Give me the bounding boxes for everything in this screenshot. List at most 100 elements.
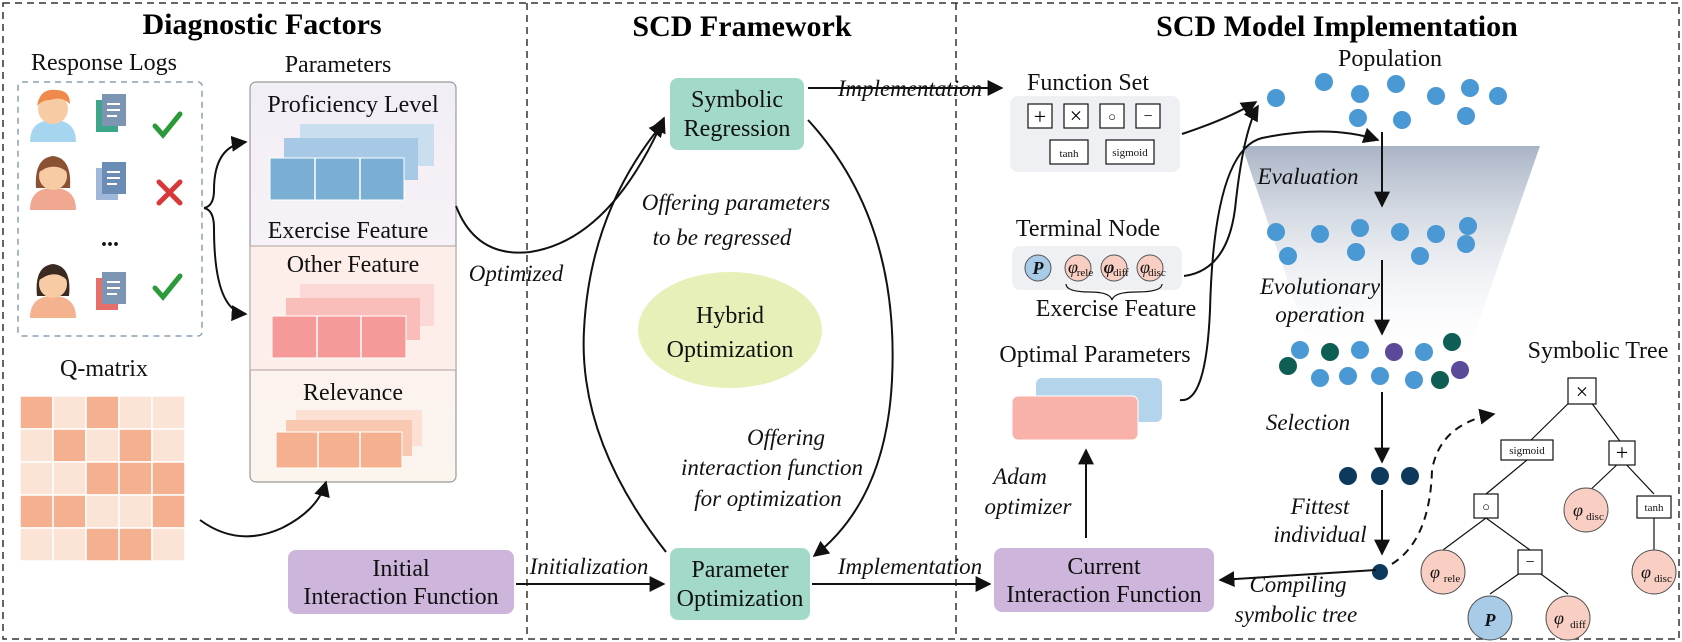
svg-text:φ: φ <box>1641 562 1651 582</box>
population-dot <box>1351 219 1369 237</box>
current-interaction-function-box <box>994 548 1214 612</box>
arrow-symbolic-to-paramopt <box>807 119 894 557</box>
svg-text:disc: disc <box>1586 511 1604 523</box>
svg-text:disc: disc <box>1148 267 1166 279</box>
arrow-fittest-to-tree <box>1391 408 1496 565</box>
population-dot <box>1372 564 1388 580</box>
population-label: Population <box>1338 46 1442 72</box>
response-logs-label: Response Logs <box>31 50 177 76</box>
qmatrix-cell <box>85 428 120 463</box>
population-dot <box>1401 467 1419 485</box>
fittest-line2: individual <box>1273 522 1366 547</box>
optimal-params-front-block <box>1011 395 1139 441</box>
other-feature-label: Other Feature <box>287 252 420 278</box>
population-dot <box>1457 107 1475 125</box>
svg-text:φ: φ <box>1573 500 1583 520</box>
initial-if-line1: Initial <box>372 556 430 582</box>
response-logs-box <box>17 81 203 337</box>
ellipsis: ... <box>101 226 119 252</box>
offering-inter-line2: interaction function <box>681 455 863 480</box>
check-icon-2 <box>152 273 183 301</box>
population-dot <box>1315 73 1333 91</box>
svg-text:sigmoid: sigmoid <box>1509 445 1545 457</box>
optimal-parameters-label: Optimal Parameters <box>999 342 1190 368</box>
parameters-label: Parameters <box>285 52 392 78</box>
qmatrix-cell <box>85 494 120 529</box>
population-dot <box>1385 343 1403 361</box>
arrow-logs-to-proficiency <box>203 135 248 209</box>
check-icon-1 <box>152 111 183 139</box>
svg-text:diff: diff <box>1570 619 1586 631</box>
population-dots <box>1267 73 1507 580</box>
terminal-node-label: Terminal Node <box>1016 216 1160 242</box>
terminal-nodes: P φ rele φ diff φ disc <box>1024 254 1166 301</box>
svg-text:φ: φ <box>1140 257 1150 277</box>
qmatrix-grid <box>19 395 186 562</box>
qmatrix-cell <box>52 494 87 529</box>
svg-text:φ: φ <box>1104 257 1115 277</box>
svg-text:+: + <box>1616 440 1628 465</box>
population-dot <box>1351 341 1369 359</box>
population-dot <box>1279 357 1297 375</box>
offering-inter-line1: Offering <box>747 425 825 450</box>
population-dot <box>1311 369 1329 387</box>
symbolic-tree: × sigmoid + ○ φ disc tanh φ rele − φ dis… <box>1420 377 1677 641</box>
population-dot <box>1267 223 1285 241</box>
svg-text:φ: φ <box>1554 608 1564 628</box>
fittest-line1: Fittest <box>1290 494 1350 519</box>
svg-text:tanh: tanh <box>1645 502 1664 514</box>
parameter-optimization-line2: Optimization <box>677 586 804 612</box>
qmatrix-cell <box>118 461 153 496</box>
cross-icon <box>156 179 183 206</box>
population-dot <box>1279 247 1297 265</box>
population-funnel <box>1242 146 1540 370</box>
qmatrix-cell <box>52 461 87 496</box>
population-dot <box>1291 341 1309 359</box>
proficiency-label: Proficiency Level <box>267 92 439 118</box>
relevance-blocks <box>275 410 422 469</box>
svg-text:○: ○ <box>1108 109 1116 124</box>
initial-interaction-function-box <box>288 550 514 614</box>
student-avatar-2 <box>30 156 76 210</box>
implementation-bottom-label: Implementation <box>837 554 982 579</box>
qmatrix-cell <box>85 395 120 430</box>
relevance-label: Relevance <box>303 380 403 406</box>
arrow-optimal-to-evaluation <box>1179 127 1380 402</box>
document-icon-2 <box>96 162 126 200</box>
population-dot <box>1387 75 1405 93</box>
evolutionary-line2: operation <box>1275 302 1364 327</box>
panel-title-implementation: SCD Model Implementation <box>1156 10 1518 43</box>
compiling-line2: symbolic tree <box>1235 602 1357 627</box>
population-dot <box>1349 109 1367 127</box>
svg-text:rele: rele <box>1077 267 1094 279</box>
function-set-label: Function Set <box>1027 70 1149 96</box>
hybrid-line1: Hybrid <box>696 303 764 329</box>
evolutionary-line1: Evolutionary <box>1259 274 1381 299</box>
parameter-optimization-line1: Parameter <box>691 557 788 583</box>
population-dot <box>1451 361 1469 379</box>
population-dot <box>1371 467 1389 485</box>
population-dot <box>1393 111 1411 129</box>
qmatrix-cell <box>151 461 186 496</box>
svg-text:φ: φ <box>1068 257 1078 277</box>
exercise-feature-right-label: Exercise Feature <box>1036 296 1197 322</box>
hybrid-line2: Optimization <box>667 337 794 363</box>
population-dot <box>1339 367 1357 385</box>
svg-text:−: − <box>1525 554 1534 571</box>
svg-text:disc: disc <box>1654 573 1672 585</box>
symbolic-regression-line2: Regression <box>684 116 791 142</box>
svg-text:rele: rele <box>1444 573 1461 585</box>
current-if-line1: Current <box>1067 554 1141 580</box>
qmatrix-cell <box>118 494 153 529</box>
student-avatar-1 <box>30 89 76 142</box>
arrow-parameters-to-symbolic <box>455 116 666 254</box>
student-avatar-3 <box>30 264 76 318</box>
svg-text:P: P <box>1032 258 1045 278</box>
qmatrix-label: Q-matrix <box>60 356 148 382</box>
population-dot <box>1339 467 1357 485</box>
population-dot <box>1411 247 1429 265</box>
population-dot <box>1457 235 1475 253</box>
arrow-logs-to-features <box>203 207 248 322</box>
